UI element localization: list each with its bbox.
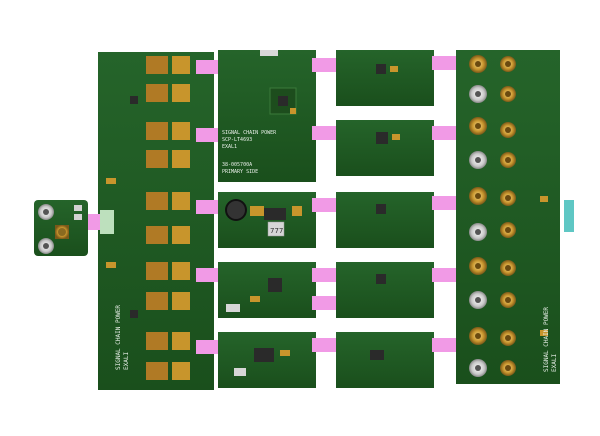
inductor-row-1 [146,56,190,102]
inductor-row-2 [146,122,190,168]
inductor-row-3 [146,192,190,244]
connector-set-right [432,56,458,352]
top-board-title: SIGNAL CHAIN POWER [222,130,277,136]
inductor-row-5 [146,332,190,380]
top-board-id: 38-005700A [222,162,252,168]
middle-board-1: SIGNAL CHAIN POWER SCP-LT4693 EXAL1 38-0… [218,50,316,182]
right-middle-board-1 [336,50,434,106]
middle-board-4 [218,332,316,388]
main-power-board: SIGNAL CHAIN POWER EXALI [88,52,214,390]
right-middle-board-3 [336,192,434,248]
sma-connectors [469,55,516,377]
right-board-sub: EXALI [551,354,558,372]
small-input-board [34,200,88,256]
inductor-row-4 [146,262,190,310]
right-sma-board: SIGNAL CHAIN POWER EXALI [456,50,574,384]
connector-set-middle [312,58,336,352]
right-middle-board-4 [336,262,434,318]
top-board-code: EXAL1 [222,144,237,150]
right-middle-board-5 [336,332,434,388]
main-board-sub: EXALI [123,352,130,370]
connector-set-left [196,60,218,354]
middle-board-3 [218,262,316,318]
right-board-title: SIGNAL CHAIN POWER [543,307,550,372]
top-board-side: PRIMARY SIDE [222,169,258,175]
main-board-title: SIGNAL CHAIN POWER [115,305,122,370]
right-middle-board-2 [336,120,434,176]
middle-board-2: 777 [218,192,316,248]
chip-marking: 777 [270,227,283,235]
top-board-sub: SCP-LT4693 [222,137,252,143]
